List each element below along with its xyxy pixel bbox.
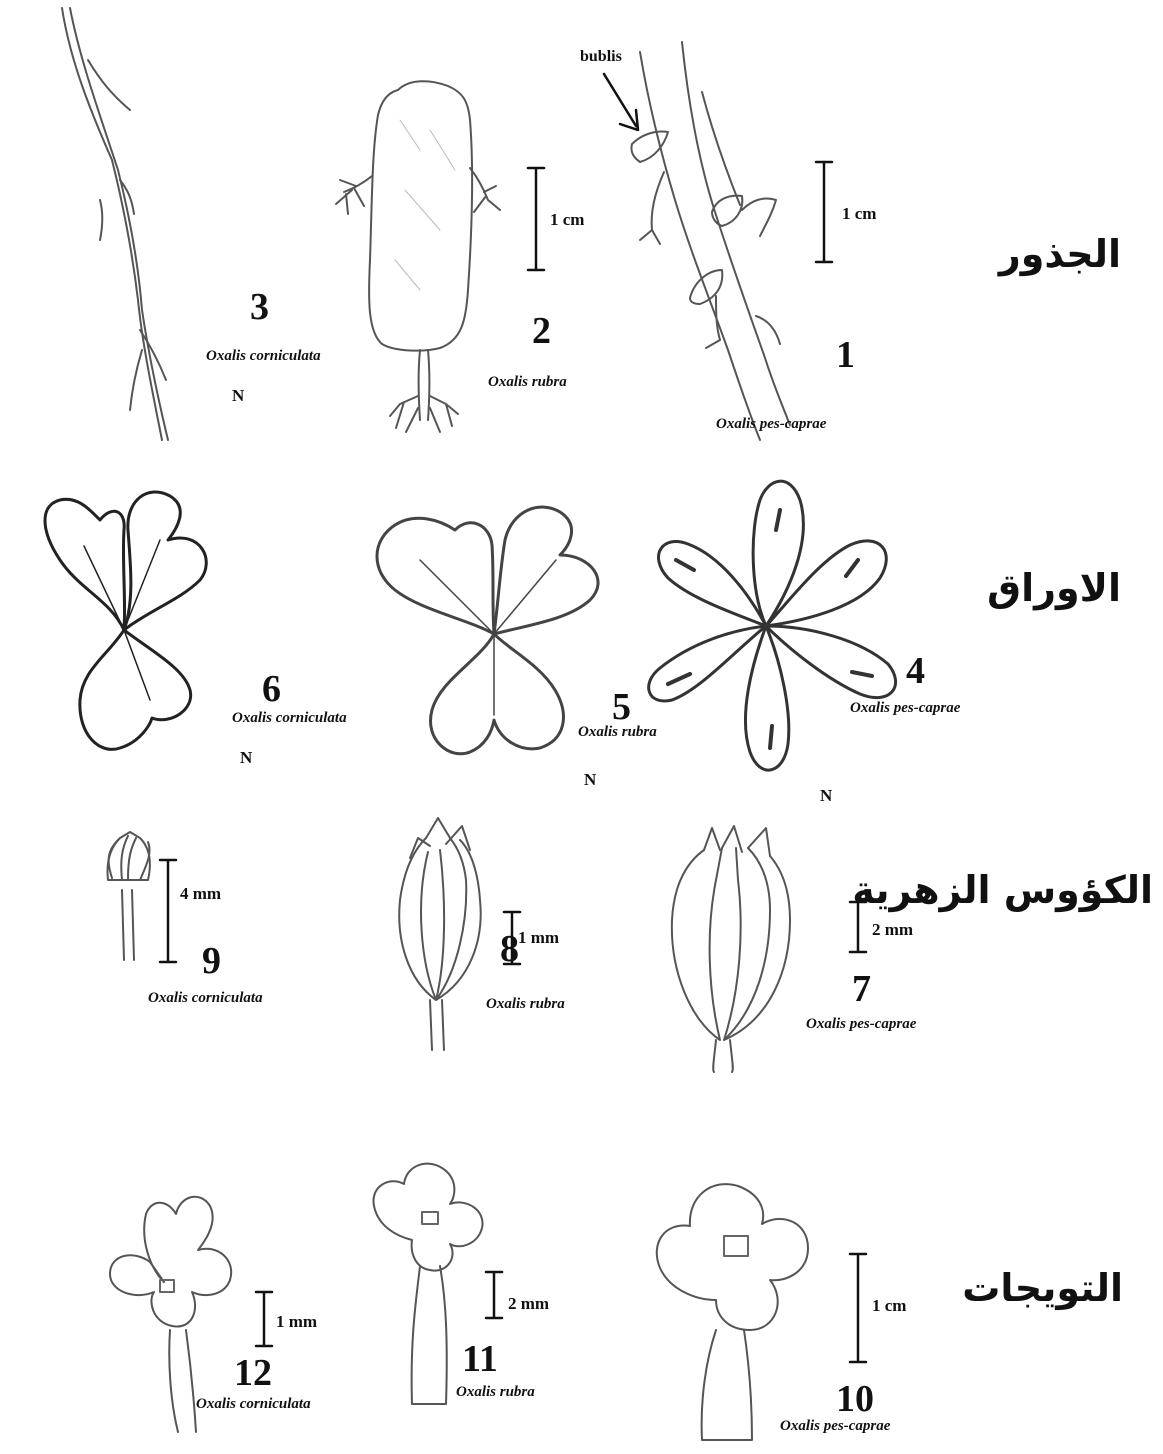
figure-number-10: 10 (836, 1380, 874, 1418)
root-drawing-pes-caprae (631, 42, 790, 440)
scale-label-10: 1 cm (872, 1296, 906, 1316)
scale-bar-12 (256, 1292, 272, 1346)
species-label-1: Oxalis pes-caprae (716, 416, 826, 433)
species-label-7: Oxalis pes-caprae (806, 1016, 916, 1033)
bulbil-arrow (604, 74, 638, 130)
figure-number-7: 7 (852, 970, 871, 1008)
root-drawing-corniculata (62, 8, 168, 440)
scale-bar-9 (160, 860, 176, 962)
species-label-6: Oxalis corniculata (232, 710, 347, 727)
figure-number-9: 9 (202, 942, 221, 980)
scale-label-2: 1 cm (550, 210, 584, 230)
scale-bar-1 (816, 162, 832, 262)
species-label-2: Oxalis rubra (488, 374, 567, 391)
north-marker-6: N (240, 748, 252, 768)
sepal-drawing-pes-caprae (672, 826, 790, 1072)
species-label-4: Oxalis pes-caprae (850, 700, 960, 717)
scale-label-12: 1 mm (276, 1312, 317, 1332)
species-label-5: Oxalis rubra (578, 724, 657, 741)
figure-number-3: 3 (250, 288, 269, 326)
row-label-roots: الجذور (999, 232, 1121, 276)
species-label-9: Oxalis corniculata (148, 990, 263, 1007)
row-label-petals: التويجات (962, 1266, 1123, 1310)
scale-label-11: 2 mm (508, 1294, 549, 1314)
scale-bar-10 (850, 1254, 866, 1362)
row-label-sepals: الكؤوس الزهرية (852, 868, 1153, 912)
species-label-12: Oxalis corniculata (196, 1396, 311, 1413)
scale-label-7: 2 mm (872, 920, 913, 940)
row-label-leaves: الاوراق (987, 566, 1121, 610)
figure-number-1: 1 (836, 336, 855, 374)
species-label-10: Oxalis pes-caprae (780, 1418, 890, 1435)
species-label-11: Oxalis rubra (456, 1384, 535, 1401)
scale-label-1: 1 cm (842, 204, 876, 224)
north-marker-4: N (820, 786, 832, 806)
leaf-drawing-corniculata (45, 492, 206, 749)
figure-number-2: 2 (532, 312, 551, 350)
figure-number-6: 6 (262, 670, 281, 708)
figure-number-11: 11 (462, 1340, 498, 1378)
sepal-drawing-rubra (399, 818, 480, 1050)
sepal-drawing-corniculata (108, 832, 150, 960)
species-label-8: Oxalis rubra (486, 996, 565, 1013)
scale-bar-11 (486, 1272, 502, 1318)
petal-drawing-pes-caprae (657, 1184, 808, 1440)
figure-number-4: 4 (906, 652, 925, 690)
scale-label-8: 1 mm (518, 928, 559, 948)
scale-label-9: 4 mm (180, 884, 221, 904)
species-label-3: Oxalis corniculata (206, 348, 321, 365)
scale-bar-2 (528, 168, 544, 270)
north-marker-3: N (232, 386, 244, 406)
leaf-drawing-rubra (377, 507, 598, 754)
figure-number-12: 12 (234, 1354, 272, 1392)
bulbil-annotation: bublis (580, 48, 622, 66)
figure-number-8: 8 (500, 930, 519, 968)
leaf-drawing-pes-caprae (649, 481, 896, 770)
root-drawing-rubra (336, 81, 500, 432)
figure-number-5: 5 (612, 688, 631, 726)
north-marker-5: N (584, 770, 596, 790)
